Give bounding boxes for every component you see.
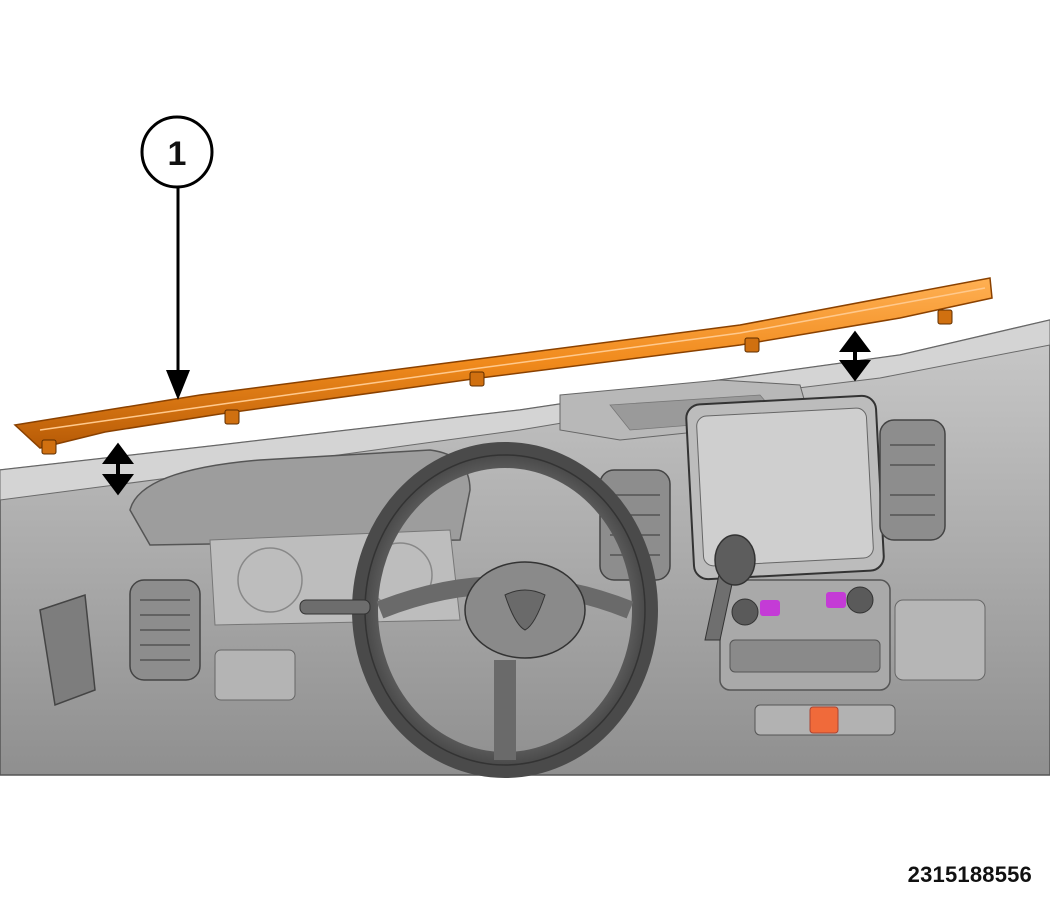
direction-arrow-right bbox=[839, 330, 871, 382]
callout-1-label: 1 bbox=[168, 135, 187, 173]
steering-wheel bbox=[299, 442, 658, 778]
figure-id: 2315188556 bbox=[907, 862, 1032, 887]
callout-1: 1 bbox=[140, 115, 214, 400]
dashboard-body bbox=[0, 319, 1050, 776]
direction-arrow-left bbox=[102, 442, 134, 496]
instrument-panel-top-cover-trim bbox=[13, 277, 993, 455]
